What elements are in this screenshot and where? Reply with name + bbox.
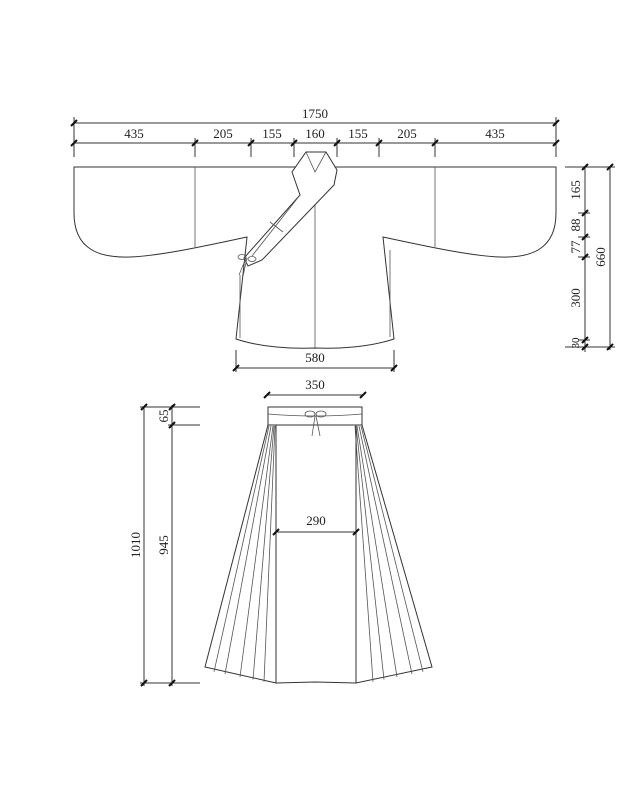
pleat-line xyxy=(239,425,274,678)
pleat-line xyxy=(252,425,275,680)
height-label: 77 xyxy=(568,240,583,254)
segment-label: 160 xyxy=(305,126,325,141)
dimension-tick xyxy=(375,139,383,147)
skirt-length-dimensions: 1010 945 65 xyxy=(128,403,200,687)
collar-inner-edge xyxy=(251,194,301,257)
panel-width-label: 290 xyxy=(306,513,326,528)
collar-inner-v xyxy=(305,151,327,173)
dimension-tick xyxy=(581,253,589,261)
segment-label: 155 xyxy=(348,126,368,141)
height-label: 88 xyxy=(568,219,583,232)
segment-label: 205 xyxy=(397,126,417,141)
collar-joint xyxy=(269,221,284,233)
body-length-label: 945 xyxy=(156,535,171,555)
collar xyxy=(243,151,338,267)
dimension-tick xyxy=(581,209,589,217)
pleat-line xyxy=(360,425,424,672)
height-label: 300 xyxy=(568,288,583,308)
skirt-outline xyxy=(204,424,433,684)
jacket-hem-width-dimension: 580 xyxy=(232,350,398,372)
dimension-tick xyxy=(581,336,589,344)
tie-bow-icon xyxy=(237,254,257,277)
height-label: 30 xyxy=(570,337,582,349)
dimension-tick xyxy=(333,139,341,147)
total-length-label: 1010 xyxy=(128,532,143,558)
dimension-tick xyxy=(606,163,614,171)
waistband-height-label: 65 xyxy=(156,410,171,423)
pleat-line xyxy=(356,425,398,678)
dimension-tick xyxy=(247,139,255,147)
jacket-height-dimensions: 165 88 77 300 30 660 xyxy=(565,163,615,352)
jacket-total-width-dimension: 1750 xyxy=(70,106,560,150)
segment-label: 435 xyxy=(124,126,144,141)
dimension-tick xyxy=(581,343,589,351)
dimension-tick xyxy=(581,233,589,241)
pleat-line xyxy=(213,425,270,672)
pleat-line xyxy=(224,425,272,675)
dimension-tick xyxy=(70,139,78,147)
pleat-line xyxy=(358,425,413,675)
pleat-line xyxy=(263,425,276,682)
dimension-tick xyxy=(431,139,439,147)
total-height-label: 660 xyxy=(593,247,608,267)
tie-bow-icon xyxy=(304,410,327,437)
waist-width-label: 350 xyxy=(305,377,325,392)
dimension-tick xyxy=(581,163,589,171)
skirt-waist-dimension: 350 xyxy=(263,377,367,399)
hem-width-label: 580 xyxy=(305,350,325,365)
dimension-tick xyxy=(191,139,199,147)
skirt-body xyxy=(204,406,433,684)
segment-label: 205 xyxy=(213,126,233,141)
dimension-tick xyxy=(552,139,560,147)
dimension-tick xyxy=(606,343,614,351)
height-label: 165 xyxy=(568,180,583,200)
dimension-tick xyxy=(290,139,298,147)
segment-label: 435 xyxy=(485,126,505,141)
pleat-line xyxy=(355,425,385,680)
segment-label: 155 xyxy=(262,126,282,141)
jacket-segment-dimensions: 435 205 155 160 155 205 435 xyxy=(70,126,560,157)
skirt-panel-dimension: 290 xyxy=(272,513,360,536)
jacket-total-width-label: 1750 xyxy=(302,106,328,121)
pleat-line xyxy=(354,425,374,682)
